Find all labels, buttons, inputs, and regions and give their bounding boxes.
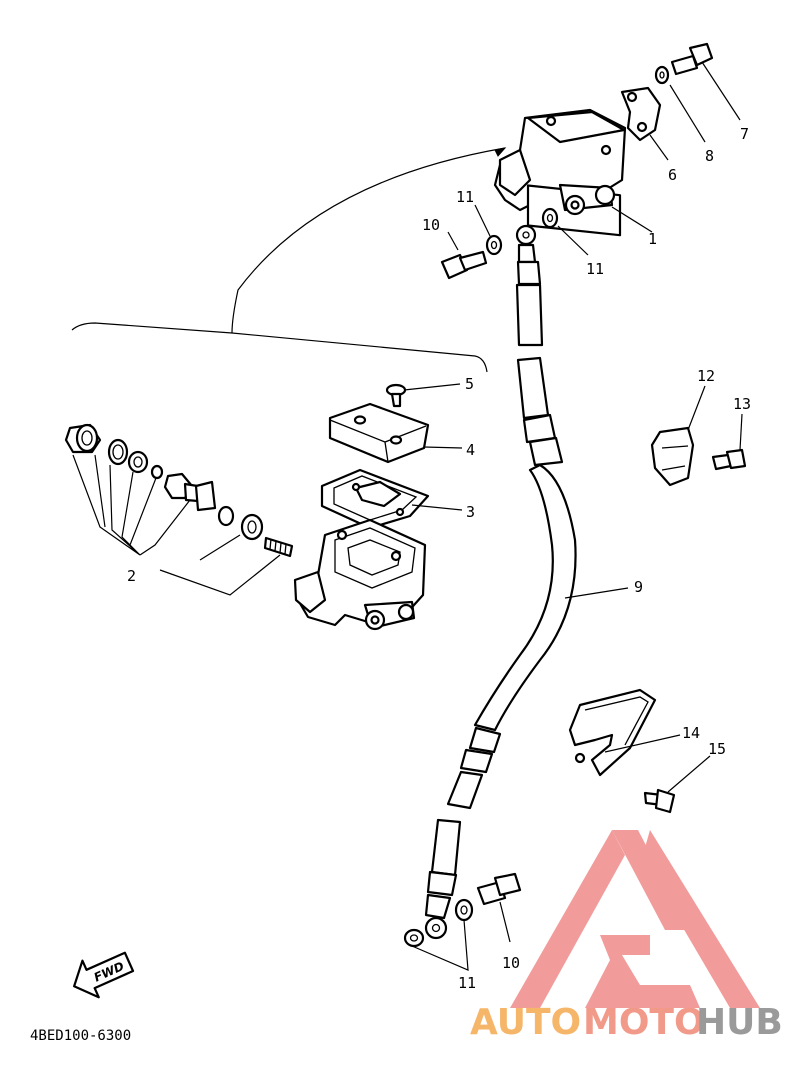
washer-top-right-part-11 [541, 207, 559, 229]
callout-9: 9 [634, 578, 643, 596]
brake-hose-part-9 [424, 224, 577, 940]
brand-moto: MOTO [583, 1002, 705, 1043]
banjo-bolt-top-part-10 [440, 250, 488, 280]
washer-top-left-part-11 [485, 234, 503, 256]
callout-15: 15 [708, 740, 726, 758]
reservoir-cap-part-4 [328, 402, 430, 464]
callout-11-top-left: 11 [456, 188, 474, 206]
callout-leaders [72, 61, 743, 971]
fwd-arrow-icon: FWD [73, 951, 135, 999]
diaphragm-part-3 [320, 468, 430, 530]
exploded-view-bracket [71, 322, 488, 373]
callout-7: 7 [740, 125, 749, 143]
bolt-part-7 [670, 42, 714, 76]
assembly-leader-arrow [494, 147, 507, 157]
hose-guide-part-12 [650, 426, 695, 487]
brand-auto: AUTO [470, 1002, 581, 1043]
washer-bottom-left-part-11 [403, 928, 425, 948]
callout-10-bottom: 10 [502, 954, 520, 972]
callout-8: 8 [705, 147, 714, 165]
callout-10-top: 10 [422, 216, 440, 234]
master-cylinder-assembly [493, 108, 627, 237]
callout-2: 2 [127, 567, 136, 585]
callout-12: 12 [697, 367, 715, 385]
brand-hub: HUB [696, 1002, 783, 1043]
assembly-leader-curve [231, 147, 506, 334]
washer-bottom-right-part-11 [454, 898, 474, 922]
callout-labels: 1 2 3 4 5 6 7 8 9 10 10 11 11 11 12 13 1… [127, 125, 751, 992]
holder-part-6 [620, 86, 662, 142]
bolt-part-15 [643, 788, 676, 814]
bolt-part-13 [711, 448, 747, 471]
callout-4: 4 [466, 441, 475, 459]
callout-1: 1 [648, 230, 657, 248]
callout-5: 5 [465, 375, 474, 393]
callout-13: 13 [733, 395, 751, 413]
screw-part-5 [385, 383, 407, 408]
callout-11-bottom: 11 [458, 974, 476, 992]
callout-6: 6 [668, 166, 677, 184]
callout-11-top-right: 11 [586, 260, 604, 278]
master-cylinder-body [293, 518, 427, 631]
bracket-part-14 [568, 688, 657, 777]
triangle-logo-icon [510, 830, 760, 1008]
banjo-bolt-bottom-part-10 [476, 872, 522, 906]
callout-14: 14 [682, 724, 700, 742]
diagram-part-code: 4BED100-6300 [30, 1028, 131, 1044]
callout-3: 3 [466, 503, 475, 521]
brand-wordmark: AUTO MOTO HUB [470, 1002, 783, 1043]
piston-kit-part-2 [64, 423, 294, 558]
washer-part-8 [654, 65, 670, 85]
